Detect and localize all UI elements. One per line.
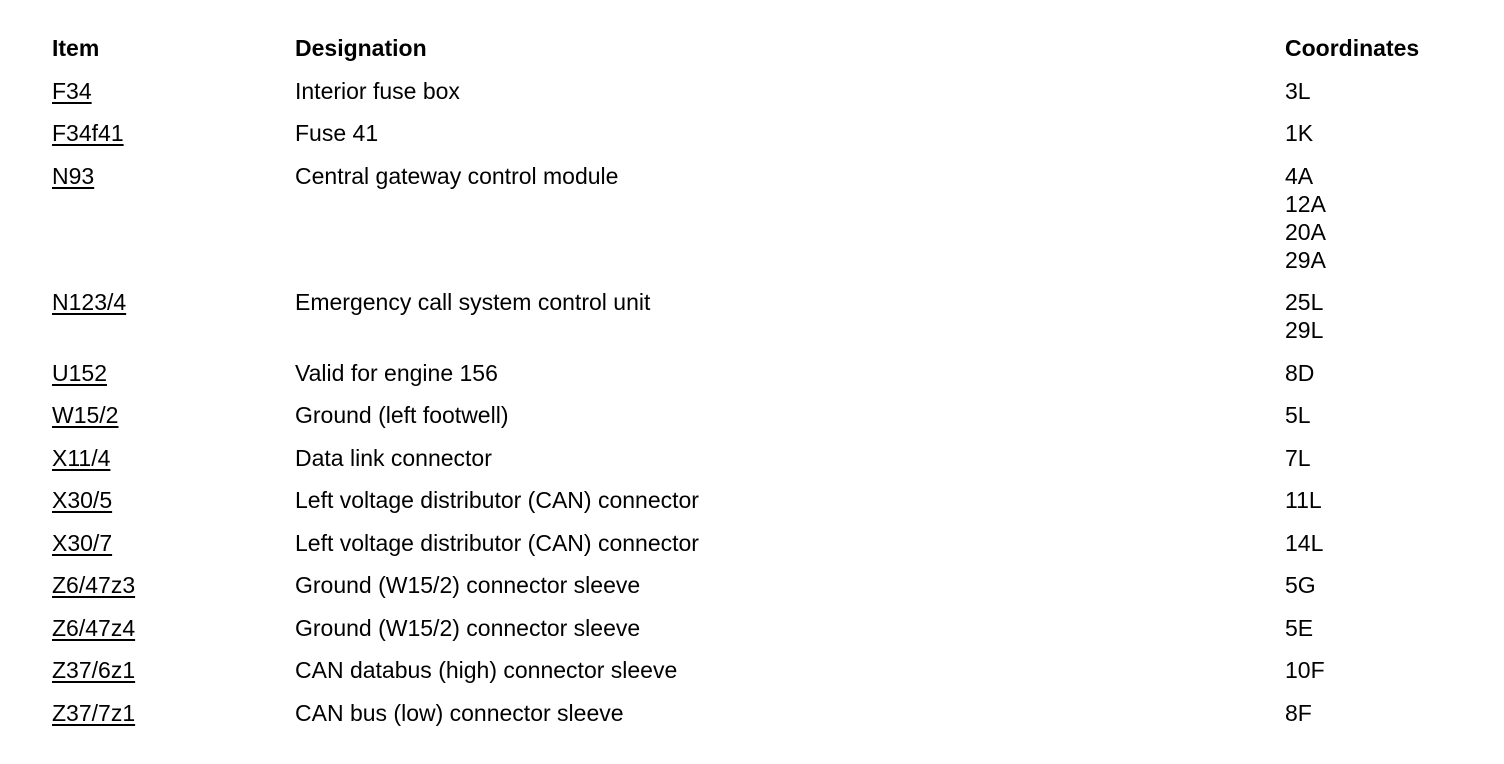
coordinate-value: 3L (1285, 77, 1311, 104)
item-link[interactable]: N93 (52, 162, 95, 189)
item-cell: F34f41 (52, 119, 295, 147)
item-link[interactable]: Z37/6z1 (52, 657, 136, 683)
item-cell: Z6/47z4 (52, 614, 295, 642)
item-cell: N93 (52, 162, 295, 190)
table-row: Z6/47z4 Ground (W15/2) connector sleeve 5E (52, 614, 1472, 642)
coordinate-value: 29A (1285, 246, 1326, 273)
coordinates-cell: 7L (1285, 444, 1472, 472)
item-link[interactable]: X30/5 (52, 487, 113, 513)
item-link[interactable]: N123/4 (52, 289, 127, 315)
component-legend-table: Item Designation Coordinates F34 Interior… (52, 34, 1472, 741)
table-row: F34 Interior fuse box 3L (52, 77, 1472, 105)
item-cell: X30/7 (52, 529, 295, 557)
table-row: X30/7 Left voltage distributor (CAN) conn… (52, 529, 1472, 557)
coordinate-value: 10F (1285, 657, 1325, 683)
coordinate-value: 29L (1285, 317, 1324, 343)
column-header-designation: Designation (295, 35, 427, 61)
table-row: Z37/7z1 CAN bus (low) connector sleeve 8F (52, 699, 1472, 727)
coordinates-cell: 14L (1285, 529, 1472, 557)
designation-cell: Fuse 41 (295, 120, 379, 146)
item-link[interactable]: X11/4 (52, 444, 111, 471)
designation-cell: Interior fuse box (295, 77, 460, 104)
item-link[interactable]: W15/2 (52, 402, 119, 428)
coordinate-value: 8F (1285, 699, 1312, 726)
coordinates-cell: 11L (1285, 486, 1472, 514)
coordinate-value: 4A (1285, 162, 1314, 189)
designation-cell: Central gateway control module (295, 162, 619, 189)
coordinates-cell: 5G (1285, 571, 1472, 599)
designation-cell: CAN databus (high) connector sleeve (295, 657, 678, 683)
item-cell: X11/4 (52, 444, 295, 472)
item-cell: X30/5 (52, 486, 295, 514)
designation-cell: Data link connector (295, 444, 492, 471)
table-row: N123/4 Emergency call system control unit… (52, 288, 1472, 344)
column-header-coordinates: Coordinates (1285, 35, 1420, 61)
coordinate-value: 11L (1285, 487, 1322, 513)
coordinate-value: 7L (1285, 444, 1311, 471)
coordinates-cell: 8D (1285, 359, 1472, 387)
item-link[interactable]: Z6/47z4 (52, 614, 136, 641)
item-link[interactable]: Z37/7z1 (52, 699, 136, 726)
coordinate-value: 25L (1285, 289, 1324, 315)
item-link[interactable]: X30/7 (52, 529, 113, 556)
item-link[interactable]: U152 (52, 359, 107, 386)
coordinate-value: 5G (1285, 572, 1316, 598)
designation-cell: Left voltage distributor (CAN) connector (295, 487, 699, 513)
designation-cell: Left voltage distributor (CAN) connector (295, 529, 699, 556)
coordinate-value: 8D (1285, 359, 1315, 386)
coordinate-value: 20A (1285, 218, 1326, 245)
table-row: W15/2 Ground (left footwell) 5L (52, 401, 1472, 429)
coordinate-value: 14L (1285, 529, 1324, 556)
table-row: F34f41 Fuse 41 1K (52, 119, 1472, 147)
designation-cell: Ground (left footwell) (295, 402, 509, 428)
designation-cell: Ground (W15/2) connector sleeve (295, 614, 641, 641)
coordinates-cell: 5L (1285, 401, 1472, 429)
coordinates-cell: 5E (1285, 614, 1472, 642)
designation-cell: Valid for engine 156 (295, 359, 498, 386)
designation-cell: Emergency call system control unit (295, 289, 651, 315)
coordinate-value: 12A (1285, 190, 1326, 217)
column-header-item: Item (52, 35, 100, 61)
coordinates-cell: 1K (1285, 119, 1472, 147)
table-body: F34 Interior fuse box 3L F34f41 Fuse 41 1K N93… (52, 77, 1472, 727)
item-cell: N123/4 (52, 288, 295, 316)
item-cell: W15/2 (52, 401, 295, 429)
table-row: Z37/6z1 CAN databus (high) connector slee… (52, 656, 1472, 684)
coordinates-cell: 8F (1285, 699, 1472, 727)
table-header-row: Item Designation Coordinates (52, 34, 1472, 62)
coordinate-value: 5E (1285, 614, 1314, 641)
coordinates-cell: 3L (1285, 77, 1472, 105)
table-row: X11/4 Data link connector 7L (52, 444, 1472, 472)
item-link[interactable]: F34f41 (52, 120, 124, 146)
table-row: Z6/47z3 Ground (W15/2) connector sleeve 5G (52, 571, 1472, 599)
designation-cell: CAN bus (low) connector sleeve (295, 699, 624, 726)
item-cell: U152 (52, 359, 295, 387)
item-cell: F34 (52, 77, 295, 105)
table-row: X30/5 Left voltage distributor (CAN) conn… (52, 486, 1472, 514)
table-row: U152 Valid for engine 156 8D (52, 359, 1472, 387)
item-cell: Z37/6z1 (52, 656, 295, 684)
item-cell: Z6/47z3 (52, 571, 295, 599)
item-cell: Z37/7z1 (52, 699, 295, 727)
coordinate-value: 1K (1285, 120, 1314, 146)
designation-cell: Ground (W15/2) connector sleeve (295, 572, 641, 598)
item-link[interactable]: F34 (52, 77, 92, 104)
coordinates-cell: 10F (1285, 656, 1472, 684)
item-link[interactable]: Z6/47z3 (52, 572, 136, 598)
coordinate-value: 5L (1285, 402, 1311, 428)
